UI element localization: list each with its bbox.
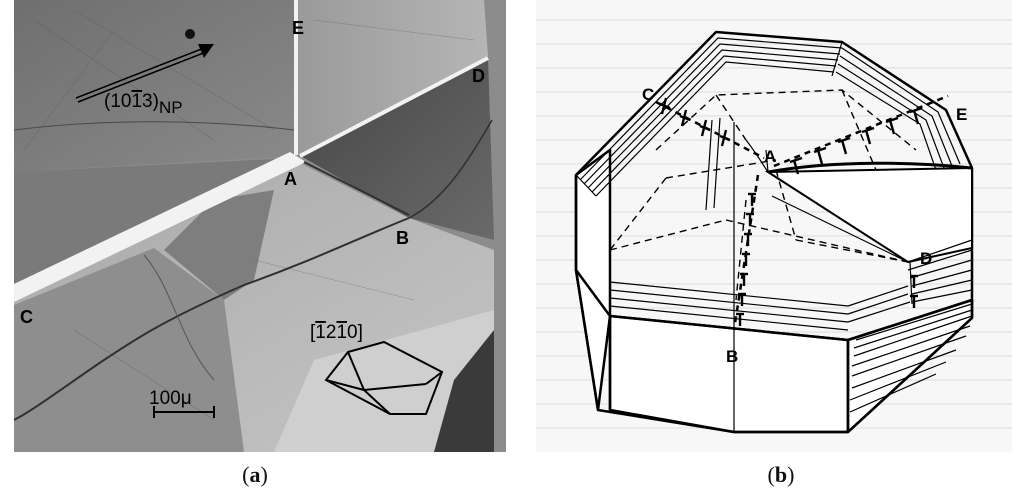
label-a-a: A: [284, 169, 297, 189]
caption-b-letter: b: [774, 462, 788, 487]
label-a-c: C: [20, 307, 33, 327]
label-b-a: A: [764, 147, 776, 166]
grain-dark-right: [299, 58, 494, 240]
boundary-upper: [14, 121, 295, 131]
grain-center-dark: [164, 190, 274, 300]
internal-lines: [705, 117, 909, 432]
caption-panel-b: (b): [706, 462, 856, 492]
label-b-b: B: [726, 347, 738, 366]
micrograph-image: (1013)NP E D A B C [1210] 100μ: [14, 0, 506, 452]
lamellae-front-band: [609, 281, 911, 331]
dislocation-line-ab: [732, 174, 760, 331]
lamellae-upper-right: [835, 47, 961, 171]
grain-bottom-corner: [434, 330, 494, 452]
hidden-edges: [609, 89, 917, 301]
lamellae-right: [849, 239, 973, 413]
lamellae-upper-left: [575, 37, 843, 197]
dot-marker: [185, 29, 195, 39]
direction-label: [1210]: [310, 322, 363, 343]
twin-band-ad: [299, 56, 489, 158]
caption-b-open: (: [767, 462, 775, 487]
label-a-e: E: [292, 18, 304, 38]
grain-bottom-right: [274, 310, 494, 452]
label-b-e: E: [956, 105, 967, 124]
scale-bar: [153, 406, 215, 418]
dislocation-symbols: [659, 97, 923, 326]
surface-scratches: [23, 9, 475, 421]
boundary-bd: [408, 119, 493, 219]
boundary-ab: [303, 161, 410, 216]
grain-top-right: [296, 0, 488, 156]
caption-a-open: (: [242, 462, 250, 487]
twin-band-ac: [14, 152, 306, 302]
caption-a-close: ): [260, 462, 268, 487]
grain-lower-left: [14, 248, 244, 452]
label-a-b: B: [396, 228, 409, 248]
boundary-arc-a: [767, 161, 973, 174]
label-b-c: C: [642, 85, 654, 104]
boundary-bc: [14, 217, 410, 421]
arrow-annotation: [75, 44, 214, 103]
label-b-d: D: [920, 249, 932, 268]
label-a-d: D: [472, 66, 485, 86]
micrograph-panel-a: (1013)NP E D A B C [1210] 100μ: [14, 0, 506, 452]
scale-bar-label: 100μ: [149, 388, 192, 409]
inner-block: [764, 166, 973, 264]
plane-label: (1013)NP: [104, 91, 183, 117]
boundary-inner: [143, 254, 215, 381]
schematic-drawing: C A E D B: [536, 0, 1012, 452]
caption-b-close: ): [787, 462, 795, 487]
schematic-panel-b: C A E D B: [536, 0, 1012, 452]
grain-top-left: [14, 0, 296, 172]
dislocation-line-ae: [773, 94, 949, 168]
caption-panel-a: (a): [180, 462, 330, 492]
hexagon-sketch: [324, 340, 444, 415]
caption-a-letter: a: [249, 462, 261, 487]
